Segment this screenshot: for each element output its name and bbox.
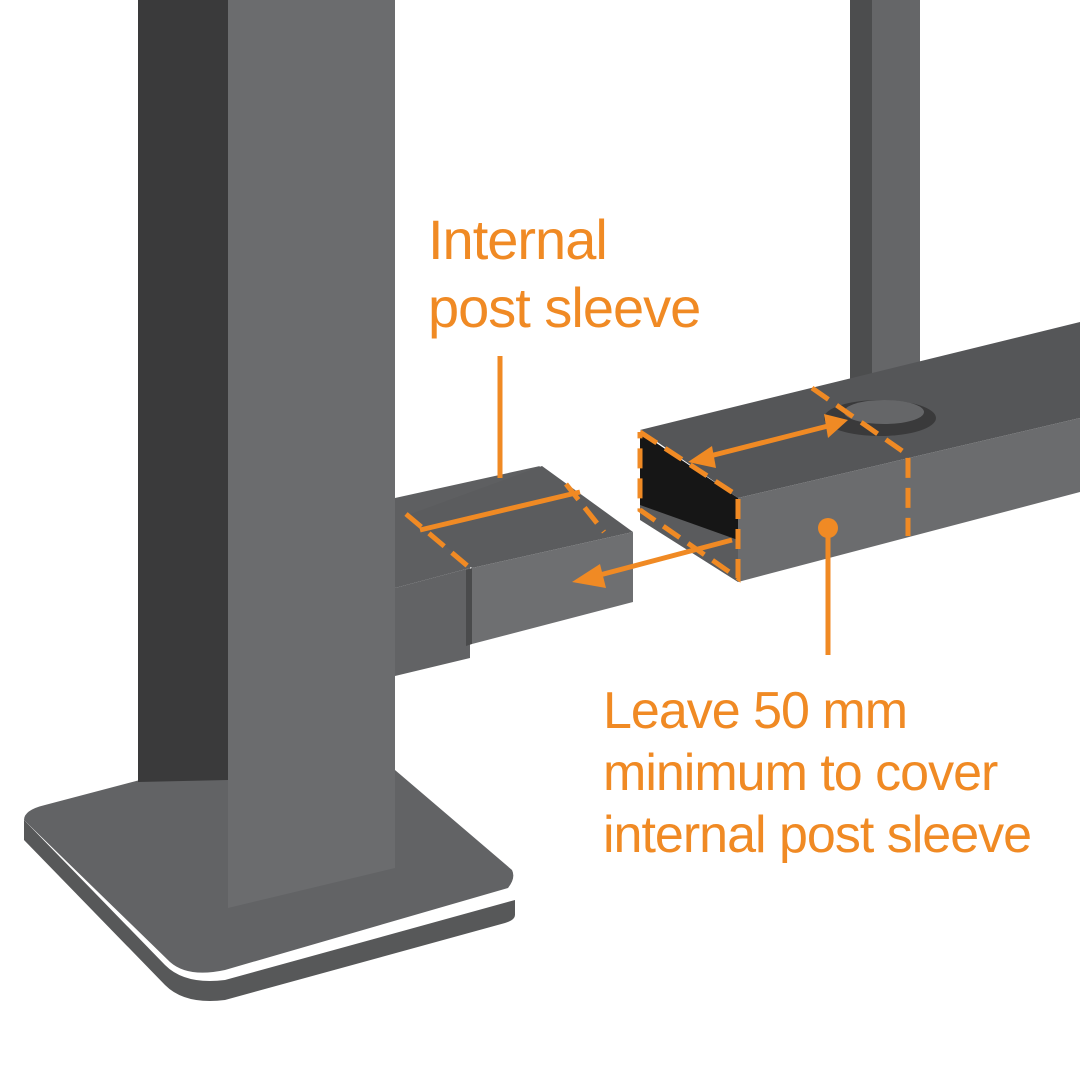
sleeve-dashed-edge-left [404, 512, 472, 570]
internal-sleeve-front [472, 532, 633, 644]
annotations [497, 356, 848, 655]
cover-length-arrow-head-right [824, 414, 848, 438]
picket [850, 0, 920, 412]
internal-sleeve-label-line1: Internal [428, 208, 608, 271]
main-post-front [228, 0, 395, 908]
main-post-dark-side [138, 0, 228, 782]
base-plate-side [24, 820, 515, 1001]
picket-front [872, 0, 920, 412]
sleeve-length-line [419, 489, 581, 533]
rail-cover-dashed-outline [810, 385, 911, 536]
leave-minimum-label-line1: Leave 50 mm [603, 682, 908, 740]
internal-sleeve-label-line2: post sleeve [428, 276, 701, 339]
cover-length-arrow-head-left [688, 446, 716, 468]
internal-sleeve-lip [466, 568, 472, 646]
leave-minimum-label-line3: internal post sleeve [603, 806, 1032, 864]
internal-sleeve-label: Internal post sleeve [428, 206, 701, 342]
leave-minimum-label-line2: minimum to cover [603, 744, 998, 802]
leave-minimum-label: Leave 50 mm minimum to cover internal po… [603, 680, 1032, 866]
cover-length-arrow-shaft [705, 423, 829, 460]
picket-base [844, 400, 924, 424]
picket-dark-side [850, 0, 872, 412]
fence-rail [637, 322, 1080, 583]
insert-arrow-head [572, 564, 606, 588]
rail-open-end-dashed-outline [637, 429, 741, 583]
insert-arrow-shaft [595, 537, 733, 579]
post-rail-stub-front [395, 568, 470, 676]
internal-sleeve [404, 466, 633, 646]
main-post [138, 0, 395, 908]
